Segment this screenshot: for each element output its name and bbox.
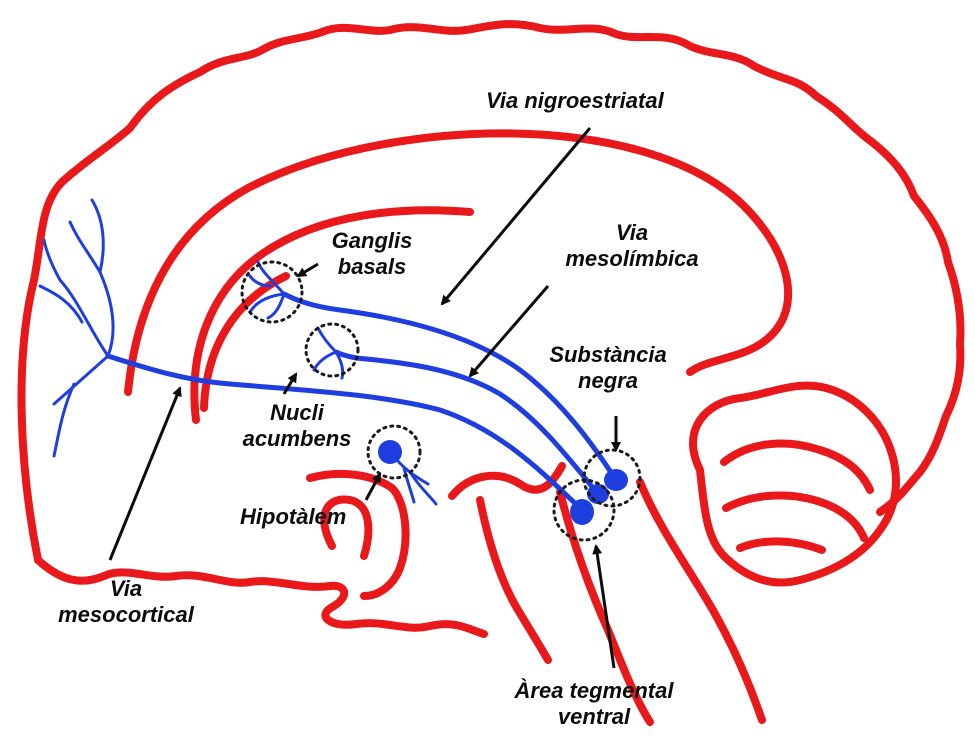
label-ganglis-basals: Ganglis basals xyxy=(322,228,422,280)
basal-ganglia-marker xyxy=(242,262,302,322)
label-vta-line2: ventral xyxy=(478,704,710,730)
substantia-nigra-soma xyxy=(604,469,628,491)
label-via-mesocortical: Via mesocortical xyxy=(46,576,206,628)
label-substancia-negra: Substància negra xyxy=(528,342,688,394)
label-area-tegmental-ventral: Àrea tegmental ventral xyxy=(478,678,710,730)
label-mesolimbica-line2: mesolímbica xyxy=(540,246,724,272)
label-vta-line1: Àrea tegmental xyxy=(478,678,710,704)
midbrain-outline xyxy=(452,466,562,496)
label-nucli-acumbens: Nucli acumbens xyxy=(232,400,362,452)
cerebellum-folia-2 xyxy=(726,495,864,538)
label-mesolimbica-line1: Via xyxy=(540,220,724,246)
arrow-mesocortical xyxy=(110,388,180,560)
cerebellum-folia-3 xyxy=(740,541,822,550)
arrow-ganglia xyxy=(298,264,318,276)
label-ganglis-line2: basals xyxy=(322,254,422,280)
label-substancia-line1: Substància xyxy=(528,342,688,368)
label-hipotalem: Hipotàlem xyxy=(240,504,346,530)
cerebellum-folia-1 xyxy=(724,444,870,490)
arrow-nigrostriatal xyxy=(442,128,590,304)
label-acumbens-line1: Nucli xyxy=(232,400,362,426)
label-via-mesolimbica: Via mesolímbica xyxy=(540,220,724,272)
label-mesocortical-line2: mesocortical xyxy=(46,602,206,628)
label-ganglis-line1: Ganglis xyxy=(322,228,422,254)
vta-soma-lower xyxy=(570,499,594,525)
pons-outline xyxy=(480,500,548,660)
label-via-nigroestriatal: Via nigroestriatal xyxy=(486,88,664,114)
label-acumbens-line2: acumbens xyxy=(232,426,362,452)
label-mesocortical-line1: Via xyxy=(46,576,206,602)
frontal-branches xyxy=(40,200,113,456)
hypothalamus-soma xyxy=(378,440,402,464)
label-substancia-line2: negra xyxy=(528,368,688,394)
